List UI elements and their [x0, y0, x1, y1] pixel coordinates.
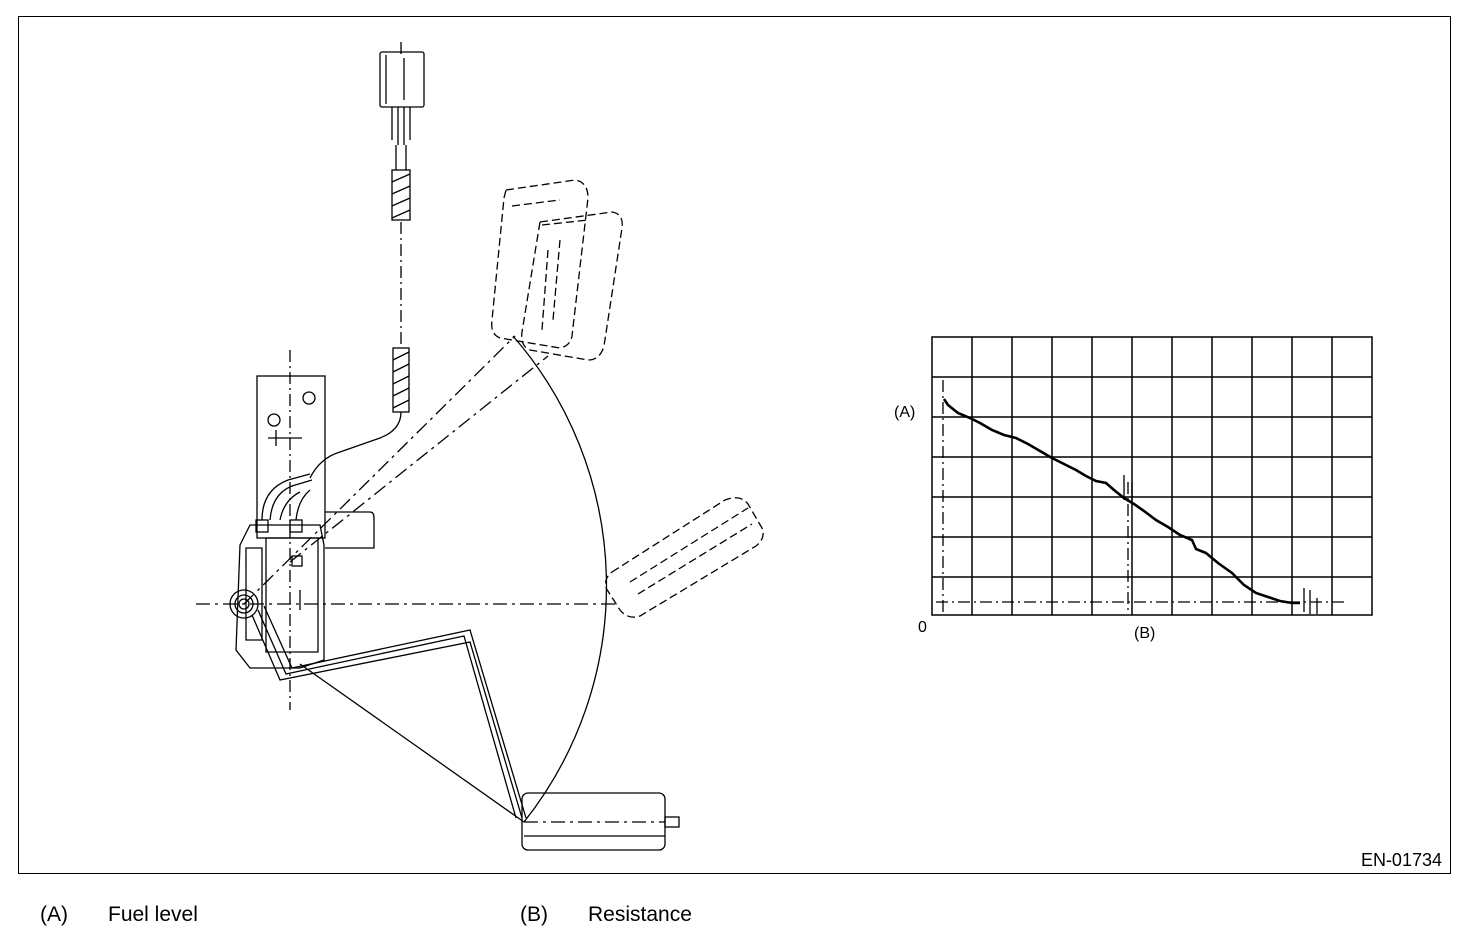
float-arm-and-pivot — [196, 335, 615, 823]
legend-marker-b: (B) — [520, 903, 548, 926]
legend-text-a: Fuel level — [108, 903, 198, 926]
fuel-level-curve — [942, 398, 1300, 605]
connector-harness — [309, 42, 425, 479]
graph-grid — [931, 336, 1373, 616]
legend-marker-a: (A) — [40, 903, 68, 926]
graph-x-axis-marker: (B) — [1134, 625, 1155, 642]
sender-bracket — [235, 350, 375, 710]
graph-reference-lines — [936, 380, 1348, 614]
float-empty-position — [521, 792, 680, 851]
figure-frame — [18, 16, 1451, 874]
float-mid-position — [604, 497, 764, 618]
figure-code: EN-01734 — [1361, 850, 1442, 870]
graph-y-axis-marker: (A) — [894, 404, 915, 421]
graph-origin-label: 0 — [918, 619, 927, 636]
legend-text-b: Resistance — [588, 903, 692, 926]
float-full-position — [491, 179, 623, 361]
